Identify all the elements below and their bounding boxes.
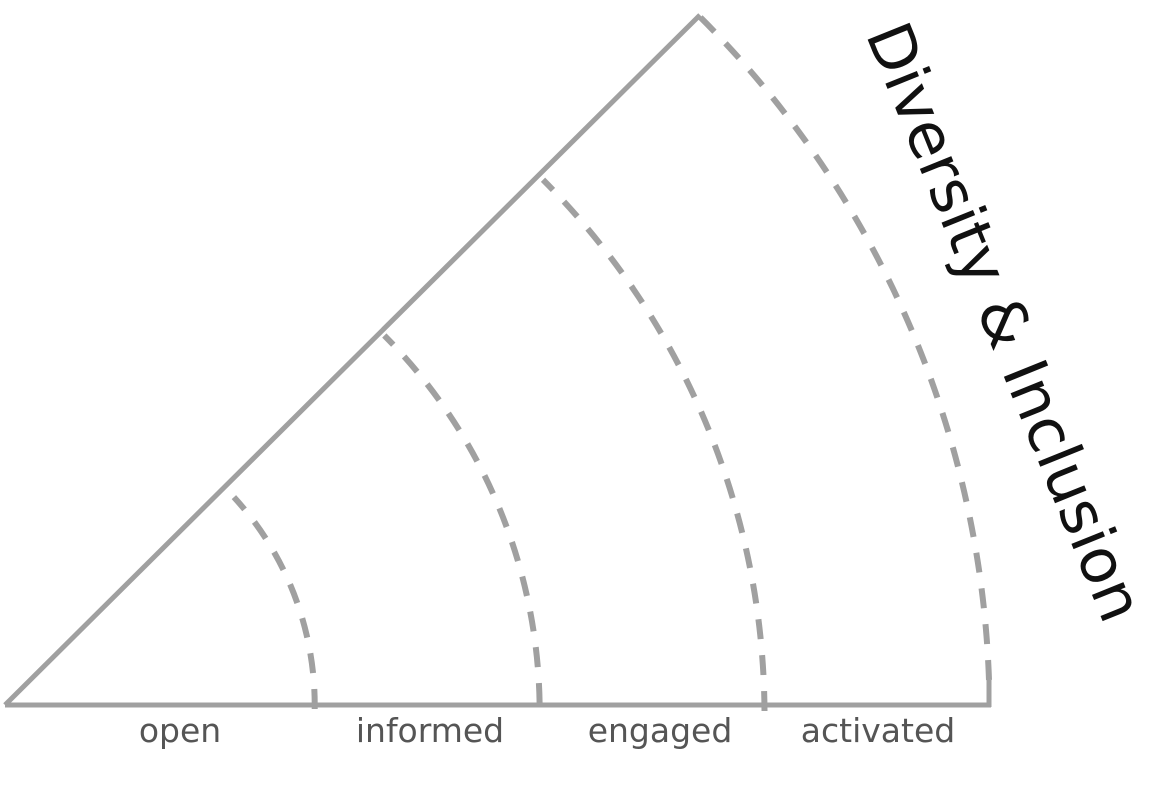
stage-label-activated: activated <box>801 711 955 750</box>
stage-label-informed: informed <box>356 711 504 750</box>
ring-activated-boundary <box>695 12 992 681</box>
stage-label-open: open <box>139 711 221 750</box>
diagonal-axis <box>3 13 702 707</box>
stage-label-engaged: engaged <box>588 711 733 750</box>
ring-engaged-boundary <box>540 177 768 712</box>
ring-open-boundary <box>231 495 318 710</box>
diagram-title: Diversity & Inclusion <box>851 12 1158 631</box>
ring-informed-boundary <box>382 333 543 704</box>
